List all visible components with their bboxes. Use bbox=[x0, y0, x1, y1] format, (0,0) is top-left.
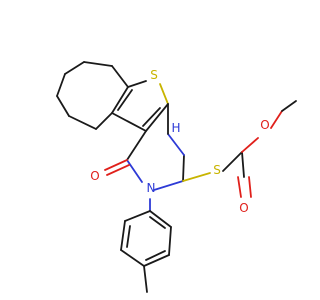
atom-label-oxygen-ester: O bbox=[260, 118, 269, 132]
bond bbox=[149, 210, 172, 228]
atom-labels: S H N O S O O bbox=[90, 68, 269, 215]
bond bbox=[111, 86, 129, 114]
cycloheptane-ring bbox=[56, 61, 129, 130]
bond bbox=[142, 107, 161, 127]
bond bbox=[182, 172, 211, 182]
atom-label-oxygen-carbonyl: O bbox=[239, 201, 248, 215]
thioether-ester-chain bbox=[182, 100, 297, 198]
bond bbox=[120, 249, 145, 267]
bond bbox=[95, 112, 113, 130]
bond bbox=[159, 83, 169, 105]
thiophene-ring bbox=[111, 80, 169, 132]
bond bbox=[83, 61, 113, 67]
keto-group bbox=[104, 159, 130, 176]
bond bbox=[281, 100, 297, 112]
bond bbox=[149, 216, 166, 229]
molecule-structure: S H N O S O O bbox=[56, 61, 297, 293]
bond bbox=[120, 220, 126, 251]
bond bbox=[248, 176, 252, 198]
bond bbox=[145, 103, 169, 132]
atom-label-sulfur-chain: S bbox=[213, 163, 221, 177]
bond bbox=[241, 151, 245, 178]
bond bbox=[145, 250, 166, 261]
bond bbox=[111, 65, 129, 88]
bond bbox=[143, 254, 170, 267]
bond bbox=[104, 159, 128, 171]
bond bbox=[117, 89, 133, 111]
bond bbox=[126, 225, 131, 248]
bond bbox=[126, 159, 143, 183]
tolyl-ring bbox=[120, 198, 172, 293]
atom-label-oxygen-keto: O bbox=[90, 169, 99, 183]
bond bbox=[167, 133, 185, 156]
bond bbox=[127, 80, 147, 88]
pyrimidinone-ring bbox=[126, 103, 185, 191]
bond bbox=[126, 130, 147, 161]
bond bbox=[168, 226, 172, 256]
bond bbox=[153, 180, 184, 191]
bond bbox=[222, 151, 243, 172]
atom-label-nitrogen: N bbox=[147, 181, 156, 195]
bond bbox=[56, 73, 66, 97]
atom-label-sulfur-ring: S bbox=[150, 68, 158, 82]
bond bbox=[143, 265, 148, 293]
atom-label-nitrogen-hydrogen: H bbox=[171, 121, 180, 135]
bond bbox=[124, 210, 151, 222]
bond bbox=[56, 95, 70, 117]
bond bbox=[106, 164, 130, 176]
bond bbox=[64, 61, 85, 75]
bond bbox=[182, 154, 185, 182]
bond bbox=[68, 115, 97, 130]
bond bbox=[241, 137, 259, 153]
bond bbox=[237, 176, 242, 198]
bond bbox=[111, 112, 147, 132]
bond bbox=[270, 110, 283, 129]
